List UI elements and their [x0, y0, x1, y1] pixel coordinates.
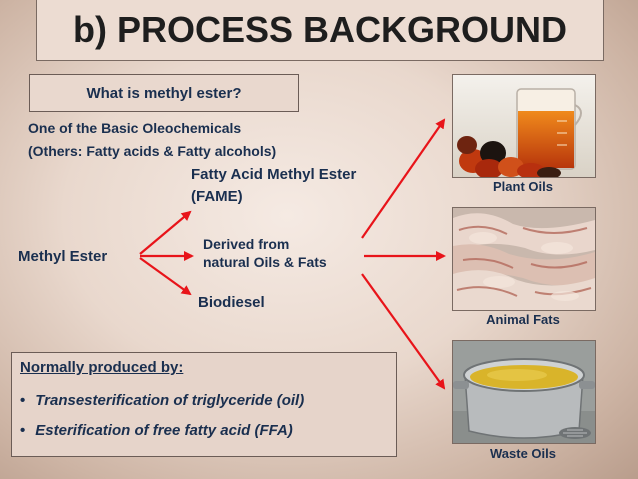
- production-item-text: Esterification of free fatty acid (FFA): [35, 422, 293, 439]
- production-item: • Transesterification of triglyceride (oi…: [20, 392, 304, 409]
- waste-oils-caption: Waste Oils: [490, 446, 556, 461]
- bullet-icon: •: [20, 422, 26, 439]
- bullet-icon: •: [20, 392, 26, 409]
- arrow-to-fame: [139, 210, 192, 255]
- production-box: Normally produced by: • Transesterificati…: [11, 352, 397, 457]
- production-heading: Normally produced by:: [20, 359, 184, 376]
- arrow-to-biodiesel: [139, 257, 192, 296]
- plant-oils-photo: [452, 74, 596, 178]
- waste-oils-photo: [452, 340, 596, 444]
- slide-title: b) PROCESS BACKGROUND: [72, 9, 567, 50]
- fame-label-line-2: (FAME): [191, 188, 243, 205]
- fame-label-line-1: Fatty Acid Methyl Ester: [191, 166, 357, 183]
- intro-line-2: (Others: Fatty acids & Fatty alcohols): [28, 143, 277, 159]
- biodiesel-label: Biodiesel: [198, 294, 265, 311]
- animal-fats-photo: [452, 207, 596, 311]
- animal-fats-caption: Animal Fats: [486, 312, 560, 327]
- plant-oils-caption: Plant Oils: [493, 179, 553, 194]
- production-item: • Esterification of free fatty acid (FFA): [20, 422, 293, 439]
- intro-line-1: One of the Basic Oleochemicals: [28, 120, 242, 136]
- derived-label-line-1: Derived from: [203, 236, 290, 252]
- title-box: b) PROCESS BACKGROUND: [36, 0, 604, 61]
- question-box: What is methyl ester?: [29, 74, 299, 112]
- question-text: What is methyl ester?: [86, 84, 242, 102]
- arrow-to-plant-oils: [361, 118, 446, 239]
- production-item-text: Transesterification of triglyceride (oil…: [35, 392, 305, 409]
- derived-label-line-2: natural Oils & Fats: [203, 254, 327, 270]
- methyl-ester-label: Methyl Ester: [18, 248, 108, 265]
